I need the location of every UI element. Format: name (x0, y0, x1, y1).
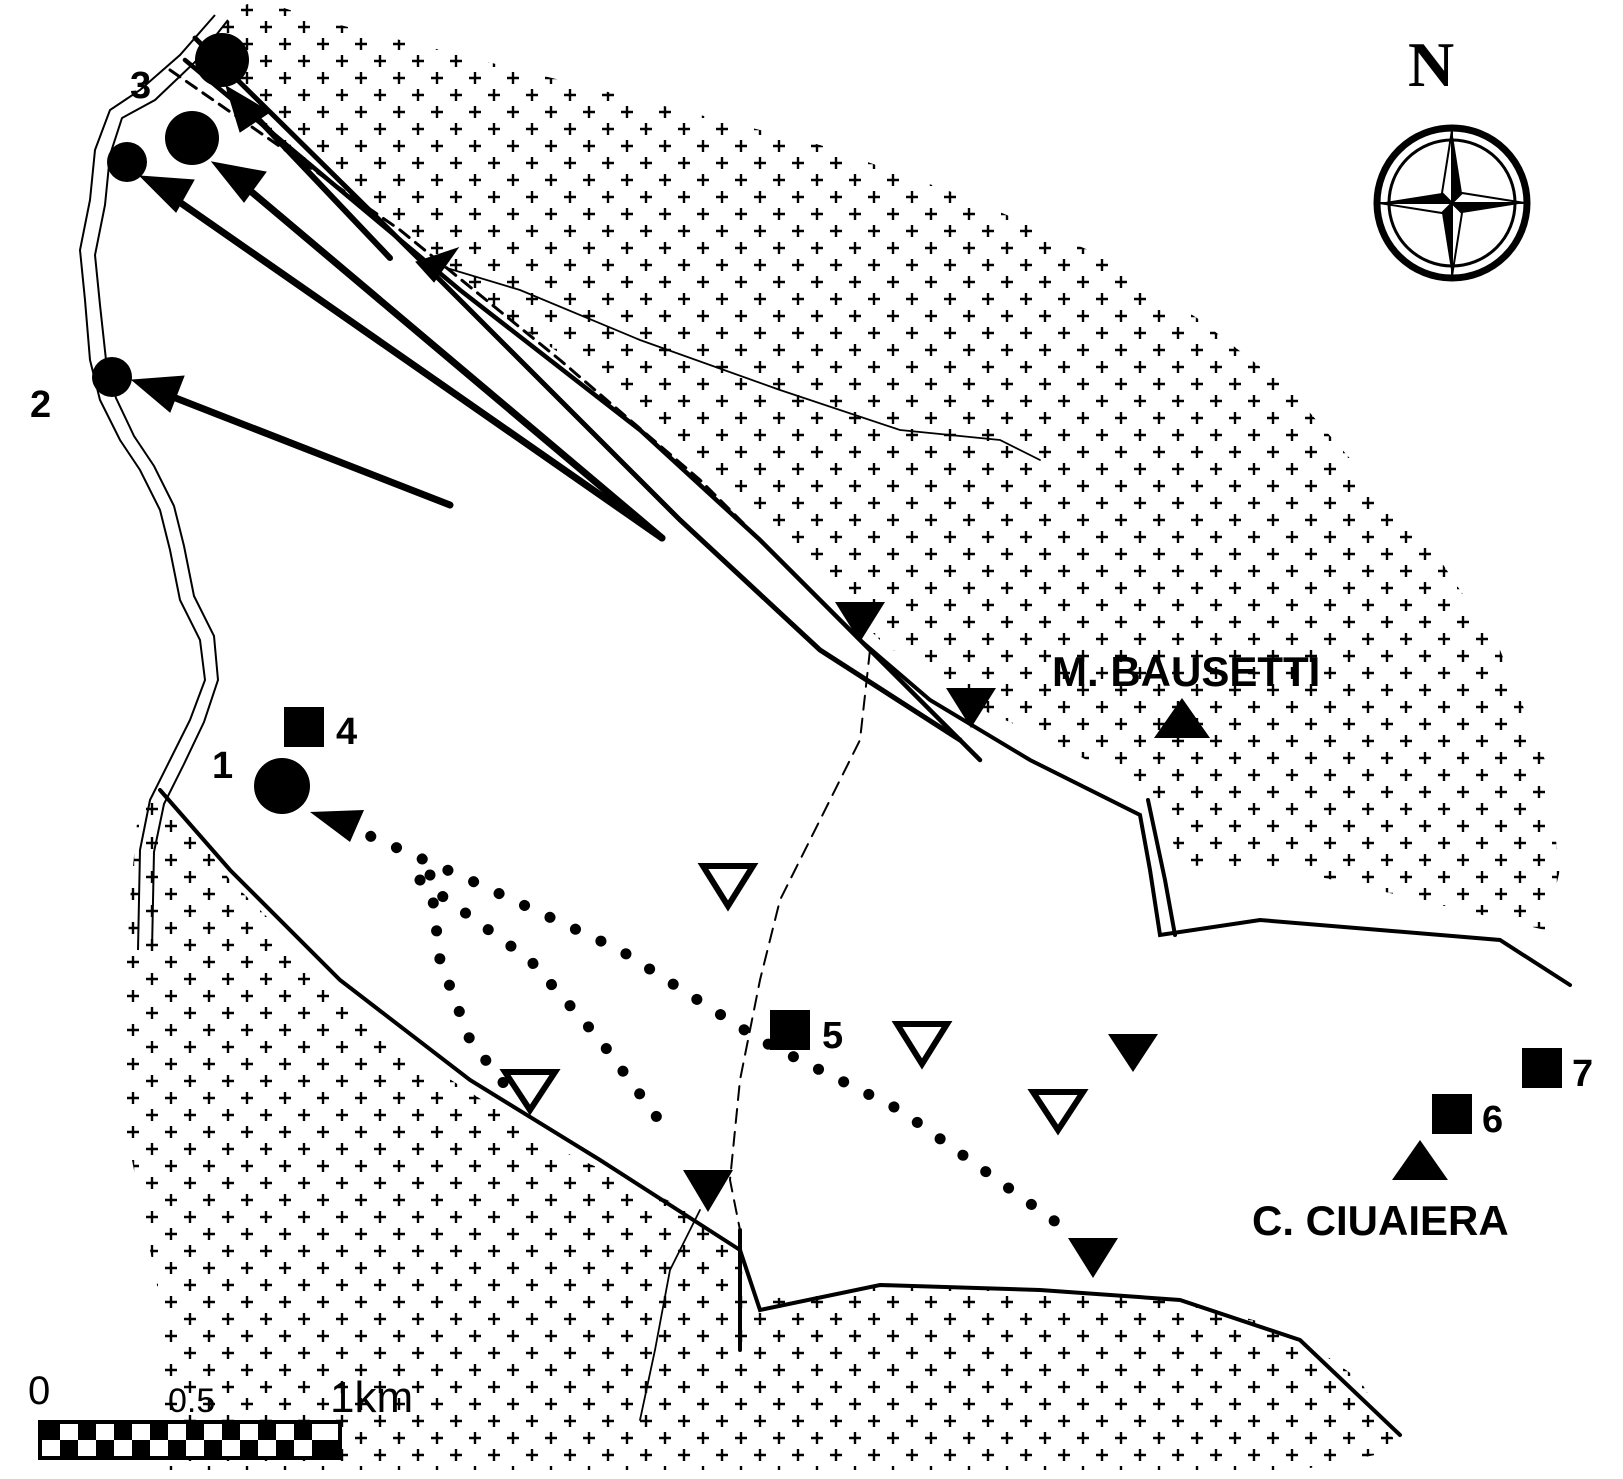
dotted-arrow-head (310, 810, 364, 842)
site-squares (284, 707, 1562, 1134)
site-label-4: 4 (336, 711, 357, 753)
north-label: N (1408, 29, 1454, 100)
site-4-marker (284, 707, 324, 747)
north-indicator: N (1373, 29, 1531, 282)
scale-tick-0: 0 (28, 1369, 50, 1413)
compass-rose-icon (1373, 124, 1531, 282)
place-label-ciuaiera: C. CIUAIERA (1252, 1197, 1509, 1244)
peak-triangle-icon (1154, 698, 1448, 1180)
dotted-paths (339, 819, 1066, 1231)
scale-tick-mid: 0.5 (168, 1382, 215, 1420)
scale-bar: 0 0.5 1km (28, 1369, 413, 1460)
open-down-triangles (499, 863, 1089, 1136)
site-label-5: 5 (822, 1015, 843, 1057)
site-5-marker (770, 1010, 810, 1050)
fault-lines (158, 35, 1572, 1437)
site-3-upper-marker (195, 33, 249, 87)
site-label-6: 6 (1482, 1099, 1503, 1141)
site-label-2: 2 (30, 384, 51, 426)
site-labels: 3 2 1 4 5 6 7 (30, 65, 1593, 1141)
bedrock-pattern-south (120, 790, 1400, 1470)
site-3-small-marker (107, 142, 147, 182)
filled-down-triangles (683, 602, 1158, 1278)
site-3-lower-marker (165, 111, 219, 165)
site-label-1: 1 (212, 745, 233, 787)
flow-arrows (130, 84, 666, 542)
site-label-7: 7 (1572, 1053, 1593, 1095)
site-circles (92, 33, 310, 814)
site-2-marker (92, 357, 132, 397)
scale-tick-end: 1km (330, 1373, 413, 1422)
bedrock-pattern-north (200, 0, 1560, 930)
site-1-marker (254, 758, 310, 814)
site-6-marker (1432, 1094, 1472, 1134)
site-label-3: 3 (130, 65, 151, 107)
river (78, 14, 229, 951)
site-7-marker (1522, 1048, 1562, 1088)
place-label-bausetti: M. BAUSETTI (1052, 648, 1320, 695)
